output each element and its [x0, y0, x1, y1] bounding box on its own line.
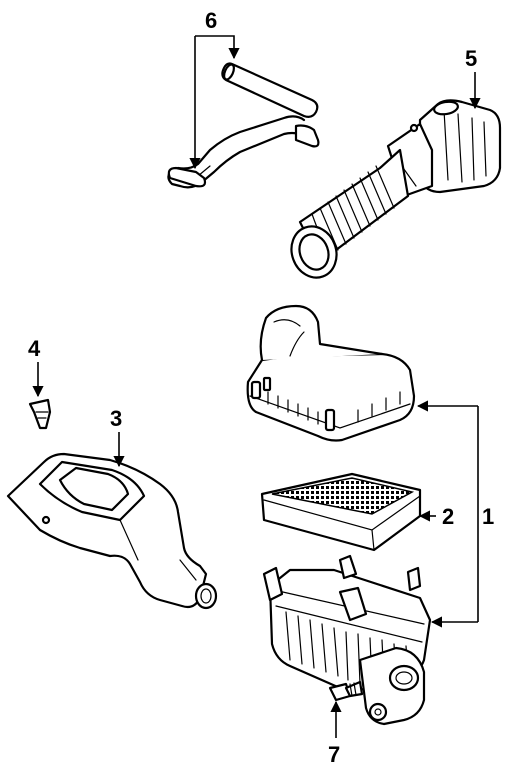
callout-4: 4	[28, 336, 41, 361]
leader-lines	[32, 35, 481, 738]
air-cleaner-housing	[262, 554, 432, 726]
clip-part-4	[28, 398, 52, 430]
air-filter-part-2	[260, 472, 422, 552]
bolt-part-7	[328, 680, 364, 702]
callout-1: 1	[482, 504, 494, 529]
callout-labels: 1 2 3 4 5 6 7	[28, 8, 494, 767]
air-cleaner-cover	[246, 304, 416, 442]
callout-7: 7	[328, 742, 340, 767]
breather-hose-part-6	[167, 62, 320, 189]
intake-duct-part-5	[290, 99, 502, 279]
resonator-part-3	[6, 452, 218, 610]
callout-6: 6	[205, 8, 217, 33]
callout-5: 5	[465, 46, 477, 71]
callout-2: 2	[442, 504, 454, 529]
callout-3: 3	[110, 406, 122, 431]
